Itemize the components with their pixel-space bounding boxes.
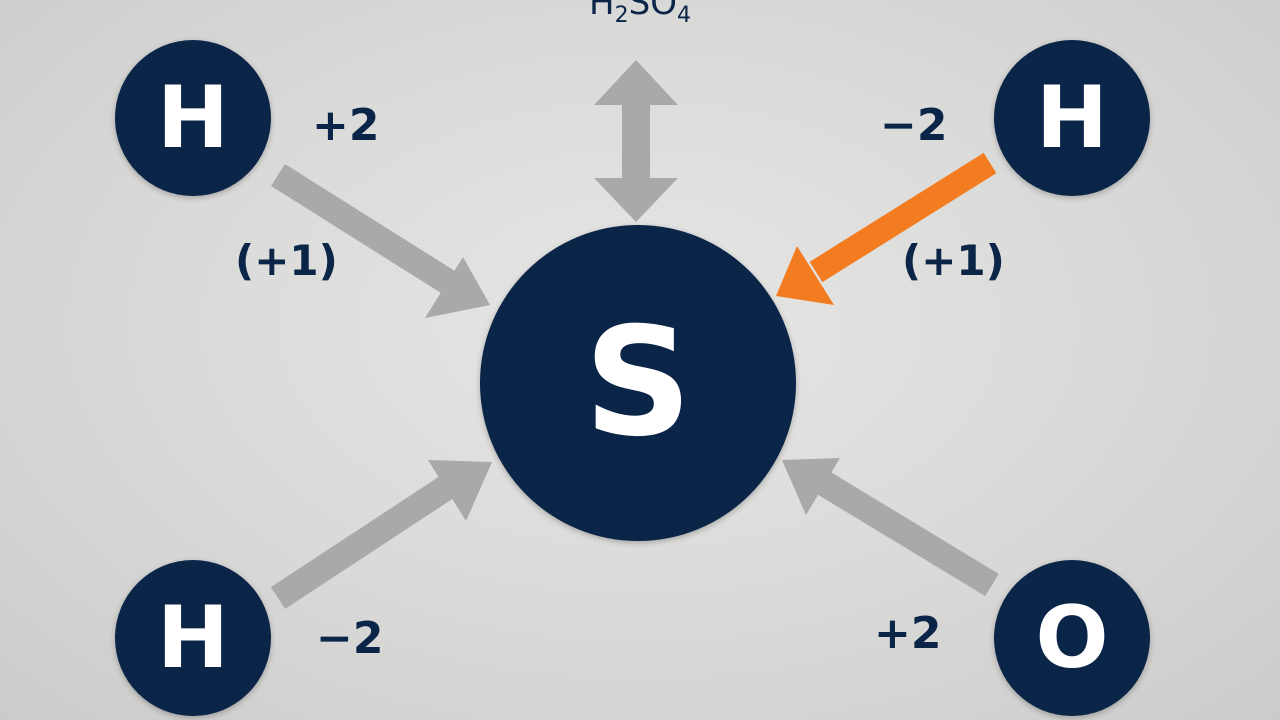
formula-element-s: S [628,0,651,23]
formula-element-o: O [650,0,677,23]
atom-bottom-left: H [115,560,271,716]
atom-top-right: H [994,40,1150,196]
arrow-top-right-highlight [776,152,997,305]
oxidation-top-left: (+1) [235,236,338,285]
formula-label: H2SO4 [0,0,1280,27]
oxidation-top-right: (+1) [902,236,1005,285]
atom-bottom-left-symbol: H [157,588,229,688]
atom-top-right-symbol: H [1036,68,1108,168]
formula-subscript-h: 2 [614,2,629,28]
charge-top-right: −2 [880,100,948,151]
center-atom-s: S [480,225,796,541]
arrow-bottom-left [270,460,492,609]
charge-top-left: +2 [312,100,380,151]
atom-top-left: H [115,40,271,196]
atom-bottom-right: O [994,560,1150,716]
double-arrow-top [594,60,678,222]
atom-bottom-right-symbol: O [1035,588,1109,688]
center-atom-symbol: S [583,296,693,470]
arrow-bottom-right [782,458,999,597]
charge-bottom-right: +2 [874,608,942,659]
formula-element-h: H [589,0,615,23]
formula-subscript-o: 4 [676,2,691,28]
arrow-top-left [271,163,490,318]
atom-top-left-symbol: H [157,68,229,168]
charge-bottom-left: −2 [316,613,384,664]
